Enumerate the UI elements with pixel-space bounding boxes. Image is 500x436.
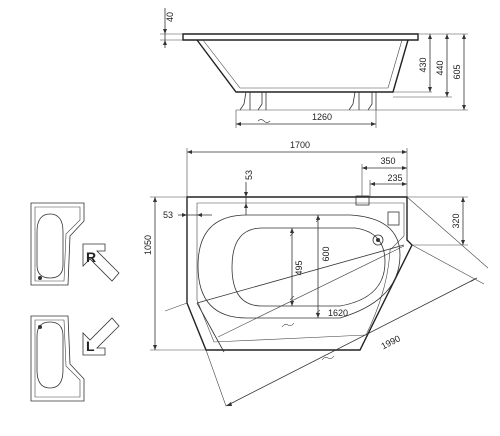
dim-320-label: 320	[451, 213, 461, 228]
dim-legs: 1260	[235, 110, 377, 128]
dim-600-label: 600	[321, 246, 331, 261]
variant-left-basin	[36, 321, 64, 389]
arrow-l-icon	[82, 317, 120, 356]
top-basin-outer	[197, 214, 401, 319]
side-legs	[236, 91, 380, 111]
dim-1990-label: 1990	[379, 333, 401, 351]
variant-right-drain-icon	[38, 276, 42, 280]
variant-left-label: L	[86, 338, 95, 354]
variant-right-label: R	[86, 249, 96, 265]
dim-rim-label: 40	[165, 12, 175, 22]
ext-line-corner	[406, 196, 489, 269]
variant-right-rim	[34, 206, 81, 282]
variant-left-rim	[34, 319, 81, 398]
top-basin-bottom	[231, 227, 386, 307]
top-view: 1700 350 235 53 53	[143, 140, 489, 407]
dim-legs-label: 1260	[312, 112, 332, 122]
dim-235: 235	[369, 173, 407, 196]
dim-53-top-label: 53	[244, 170, 254, 180]
side-view: 40 430 440 605	[160, 8, 468, 128]
dim-rim: 40	[160, 8, 183, 48]
dim-235-label: 235	[387, 173, 402, 183]
dim-495: 495	[289, 228, 304, 306]
dim-600: 600	[315, 215, 331, 318]
drain-icon	[372, 234, 384, 246]
dim-h3-label: 605	[452, 64, 462, 79]
dim-53-left: 53	[163, 210, 212, 220]
dim-53-top: 53	[244, 170, 254, 215]
dim-length-label: 1700	[290, 140, 310, 150]
dim-1620: 1620	[196, 244, 405, 353]
dim-length: 1700	[186, 140, 408, 197]
side-tub-inner	[202, 39, 403, 89]
variant-left-drain-icon	[38, 325, 42, 329]
dim-350-label: 350	[380, 156, 395, 166]
dim-heights: 430 440 605	[380, 33, 468, 111]
overflow-fitting-icon	[355, 195, 370, 206]
side-rim	[182, 33, 419, 41]
variant-left: L	[30, 315, 120, 402]
dim-53-left-label: 53	[163, 210, 173, 220]
dim-320: 320	[407, 196, 468, 246]
tap-hole-icon	[387, 211, 400, 226]
drain-center-icon	[376, 238, 380, 242]
dim-495-label: 495	[294, 260, 304, 275]
arrow-r-icon	[82, 243, 120, 282]
dim-width-label: 1050	[143, 235, 153, 255]
dim-h2-label: 440	[435, 60, 445, 75]
variant-right: R	[30, 202, 120, 286]
dim-width: 1050	[143, 196, 206, 351]
variant-right-outline	[30, 202, 85, 286]
top-outline	[186, 196, 413, 351]
variant-right-basin	[36, 213, 64, 279]
dim-1620-label: 1620	[328, 308, 348, 318]
dim-350: 350	[361, 156, 407, 196]
dim-h1-label: 430	[418, 57, 428, 72]
side-tub-body	[196, 39, 409, 93]
variant-left-outline	[30, 315, 85, 402]
dim-1990: 1990	[164, 244, 485, 407]
